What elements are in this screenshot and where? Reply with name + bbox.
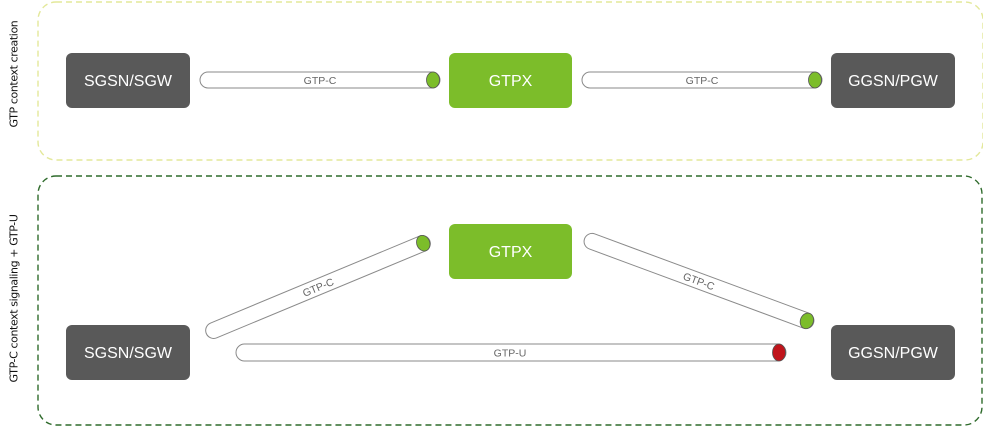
node-label: GGSN/PGW [848,345,939,362]
tube-label: GTP-U [494,348,527,360]
top-gtpx-node: GTPX [449,53,572,108]
node-label: SGSN/SGW [84,73,173,90]
top-ggsn-node: GGSN/PGW [831,53,955,108]
bottom-sgsn-node: SGSN/SGW [66,325,190,380]
tube-end-cap [772,343,786,362]
top-right-tube: GTP-C [581,71,823,89]
bottom-ggsn-node: GGSN/PGW [831,325,955,380]
bottom-left-tube: GTP-C [205,234,431,339]
top-sgsn-node: SGSN/SGW [66,53,190,108]
node-label: GGSN/PGW [848,73,939,90]
bottom-gtpx-node: GTPX [449,224,572,279]
node-label: SGSN/SGW [84,345,173,362]
bottom-right-tube: GTP-C [583,232,815,330]
node-label: GTPX [489,244,533,261]
tube-label: GTP-C [686,75,719,87]
tube-label: GTP-C [304,75,337,87]
signaling-section-border [37,175,983,426]
tube-end-cap [426,71,440,89]
node-label: GTPX [489,73,533,90]
tube-end-cap [799,312,814,330]
bottom-user-plane-tube: GTP-U [235,343,787,362]
tube-end-cap [416,234,431,252]
tube-end-cap [808,71,822,89]
context-creation-section-border [37,1,983,161]
top-left-tube: GTP-C [199,71,441,89]
